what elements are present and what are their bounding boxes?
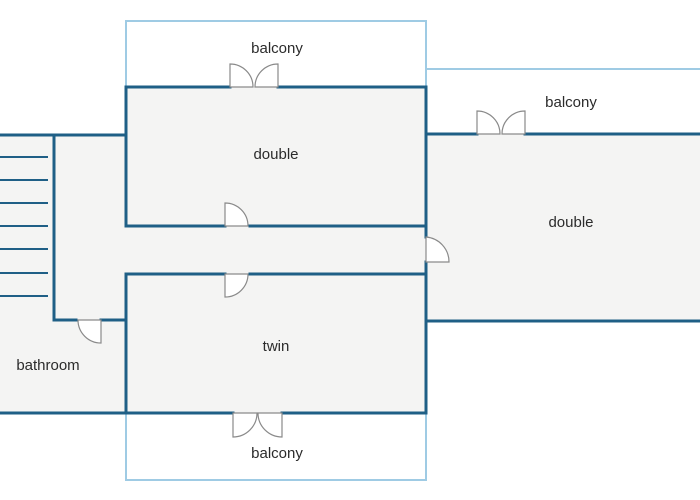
doors <box>77 63 526 438</box>
label-twin: twin <box>263 338 290 355</box>
balcony-bottom-outline <box>125 413 427 481</box>
label-balcony-right: balcony <box>545 94 597 111</box>
label-bathroom: bathroom <box>16 357 79 374</box>
label-balcony-top: balcony <box>251 40 303 57</box>
balcony-top-outline <box>125 20 427 87</box>
door-twin-hallway <box>224 273 249 298</box>
room-labels: balcony double balcony double twin bathr… <box>16 40 597 462</box>
label-balcony-bottom: balcony <box>251 445 303 462</box>
floor-bathroom <box>0 320 126 413</box>
door-double-upper-hallway <box>224 202 249 227</box>
floor-stair-corridor <box>0 135 126 320</box>
door-double-right-balcony <box>476 110 526 135</box>
label-double-upper: double <box>253 146 298 163</box>
staircase <box>0 156 48 297</box>
floor-areas <box>0 87 700 413</box>
door-twin-balcony <box>232 412 283 438</box>
door-bathroom <box>77 319 102 344</box>
walls <box>0 85 700 415</box>
floor-double-upper <box>126 87 426 226</box>
balcony-outlines <box>125 20 700 481</box>
floor-hallway <box>126 226 426 274</box>
floor-double-right <box>426 134 700 321</box>
label-double-right: double <box>548 214 593 231</box>
door-double-right-hallway <box>425 236 450 263</box>
door-double-upper-balcony <box>229 63 279 88</box>
floor-twin <box>126 274 426 413</box>
